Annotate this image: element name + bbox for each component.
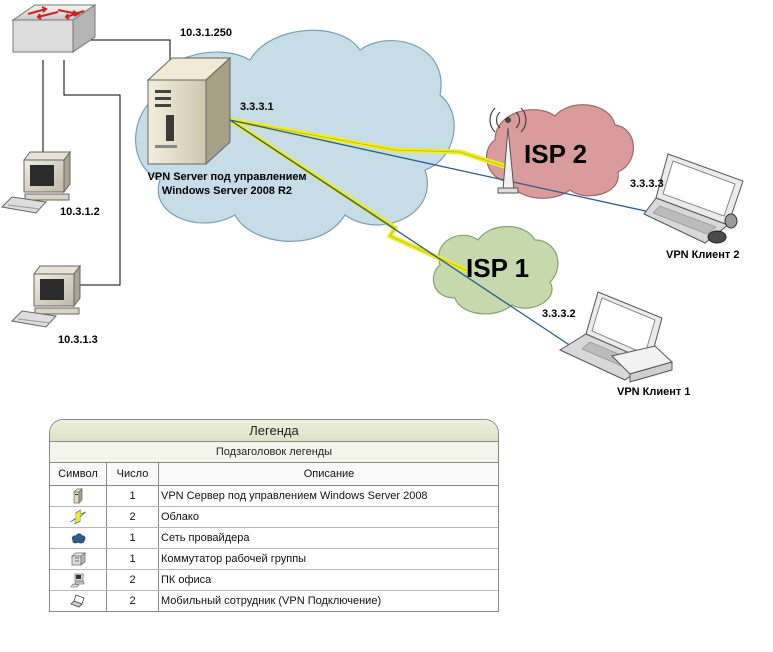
legend-row: 2 Облако xyxy=(50,506,498,528)
pc-icon xyxy=(10,264,81,328)
legend-header-count: Число xyxy=(106,463,159,486)
switch-icon xyxy=(11,4,97,53)
pc-icon xyxy=(0,150,71,214)
legend-table: Символ Число Описание 1 VPN Сервер под у… xyxy=(50,463,498,611)
client2-label: VPN Клиент 2 xyxy=(666,249,739,261)
lightning-icon xyxy=(70,509,86,525)
client2-ip-label: 3.3.3.3 xyxy=(630,178,664,190)
legend-row: 2 ПК офиса xyxy=(50,569,498,591)
legend-row: 2 Мобильный сотрудник (VPN Подключение) xyxy=(50,590,498,611)
legend-count: 2 xyxy=(106,590,159,611)
server-ip-label: 3.3.3.1 xyxy=(240,101,274,113)
legend-header-symbol: Символ xyxy=(50,463,107,486)
legend-count: 2 xyxy=(106,506,159,528)
legend-description: ПК офиса xyxy=(158,569,498,591)
server-label-line1: VPN Server под управлением xyxy=(148,171,307,183)
legend-subtitle: Подзаголовок легенды xyxy=(50,442,498,463)
legend: Легенда Подзаголовок легенды Символ Числ… xyxy=(49,419,499,612)
legend-description: Коммутатор рабочей группы xyxy=(158,548,498,570)
legend-description: Сеть провайдера xyxy=(158,527,498,549)
pc2-ip-label: 10.3.1.3 xyxy=(58,334,98,346)
server-icon xyxy=(146,56,232,166)
server-icon xyxy=(73,488,83,504)
legend-header-row: Символ Число Описание xyxy=(50,463,498,486)
pc1-ip-label: 10.3.1.2 xyxy=(60,206,100,218)
pc-icon xyxy=(70,573,85,588)
vpn-links xyxy=(229,119,651,353)
antenna-icon xyxy=(489,107,527,194)
isp2-label: ISP 2 xyxy=(524,139,587,169)
legend-description: Облако xyxy=(158,506,498,528)
client1-label: VPN Клиент 1 xyxy=(617,386,690,398)
legend-count: 1 xyxy=(106,548,159,570)
legend-row: 1 Сеть провайдера xyxy=(50,527,498,549)
server-label-line2: Windows Server 2008 R2 xyxy=(162,185,292,197)
laptop-icon xyxy=(643,153,744,244)
isp1-label: ISP 1 xyxy=(466,253,529,283)
cloud-icon xyxy=(71,533,86,544)
legend-row: 1 VPN Сервер под управлением Windows Ser… xyxy=(50,485,498,507)
legend-row: 1 Коммутатор рабочей группы xyxy=(50,548,498,570)
switch-ip-label: 10.3.1.250 xyxy=(180,27,232,39)
legend-description: Мобильный сотрудник (VPN Подключение) xyxy=(161,595,382,607)
legend-count: 2 xyxy=(106,569,159,591)
isp1-cloud xyxy=(432,226,559,315)
network-diagram: 10.3.1.250 3.3.3.1 VPN Server под управл… xyxy=(0,4,744,398)
switch-icon xyxy=(70,552,86,566)
laptop-icon xyxy=(558,291,673,383)
legend-count: 1 xyxy=(106,485,159,507)
legend-count: 1 xyxy=(106,527,159,549)
client1-ip-label: 3.3.3.2 xyxy=(542,308,576,320)
legend-title: Легенда xyxy=(50,420,498,442)
laptop-icon xyxy=(70,594,85,608)
legend-header-description: Описание xyxy=(158,463,498,486)
legend-description: VPN Сервер под управлением Windows Serve… xyxy=(158,485,498,507)
